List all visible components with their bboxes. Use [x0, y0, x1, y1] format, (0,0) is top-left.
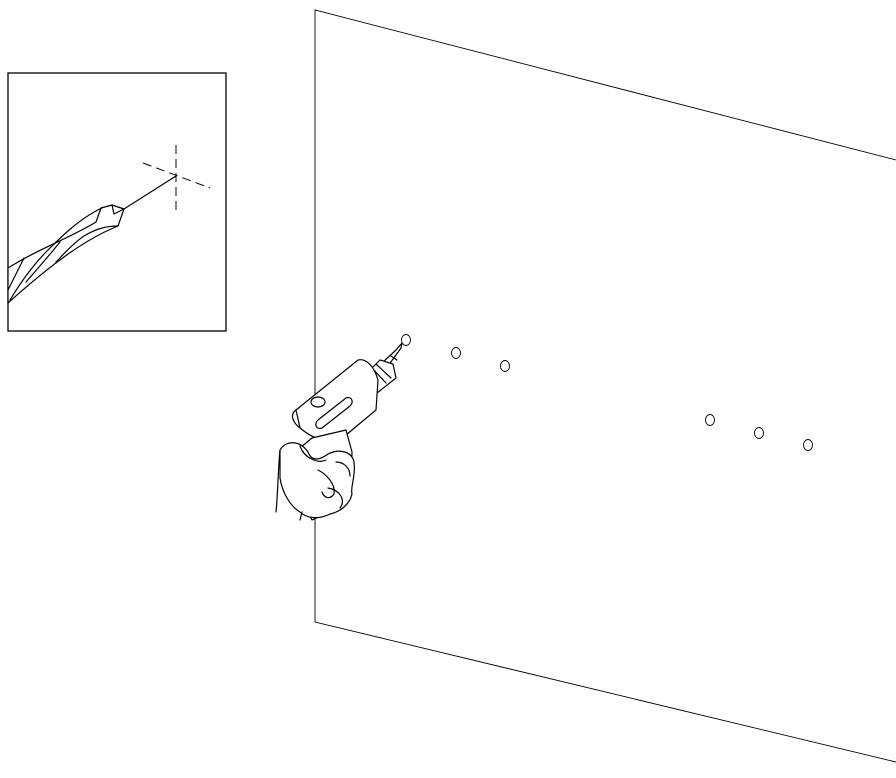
pilot-hole: [755, 428, 764, 439]
wrist-line: [276, 450, 280, 512]
wall-panel: [315, 10, 896, 762]
pilot-hole: [402, 335, 411, 346]
wall-outline: [315, 10, 896, 762]
pilot-hole: [452, 348, 461, 359]
inset-detail-panel: [8, 73, 226, 331]
drill-body: [293, 360, 378, 442]
drill-knob: [311, 397, 325, 407]
pilot-holes-left-group: [402, 335, 510, 372]
pilot-hole: [501, 361, 510, 372]
pilot-holes-right-group: [706, 415, 813, 451]
inset-frame: [8, 73, 226, 331]
pilot-hole: [706, 415, 715, 426]
pilot-hole: [804, 440, 813, 451]
